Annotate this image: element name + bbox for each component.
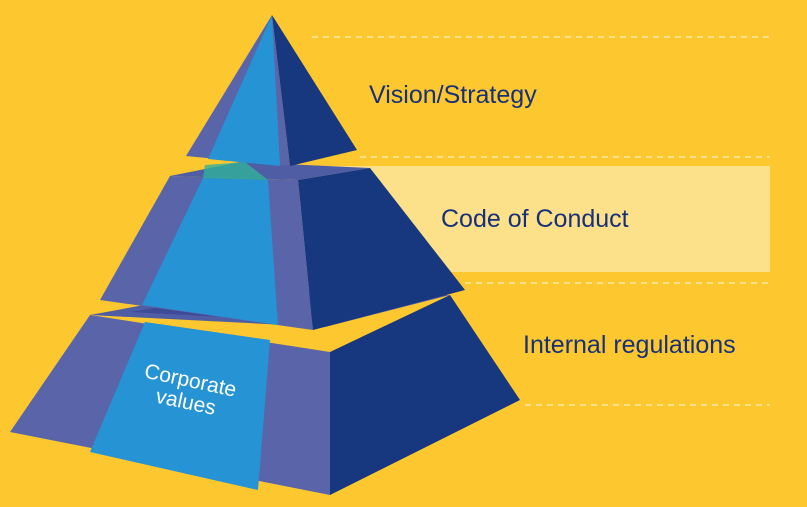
pyramid-tier-top	[186, 15, 357, 166]
level-label-internal-regulations: Internal regulations	[523, 331, 736, 359]
pyramid-tier-middle	[100, 162, 465, 330]
level-label-code-of-conduct: Code of Conduct	[441, 205, 629, 233]
level-label-vision-strategy: Vision/Strategy	[369, 81, 537, 109]
